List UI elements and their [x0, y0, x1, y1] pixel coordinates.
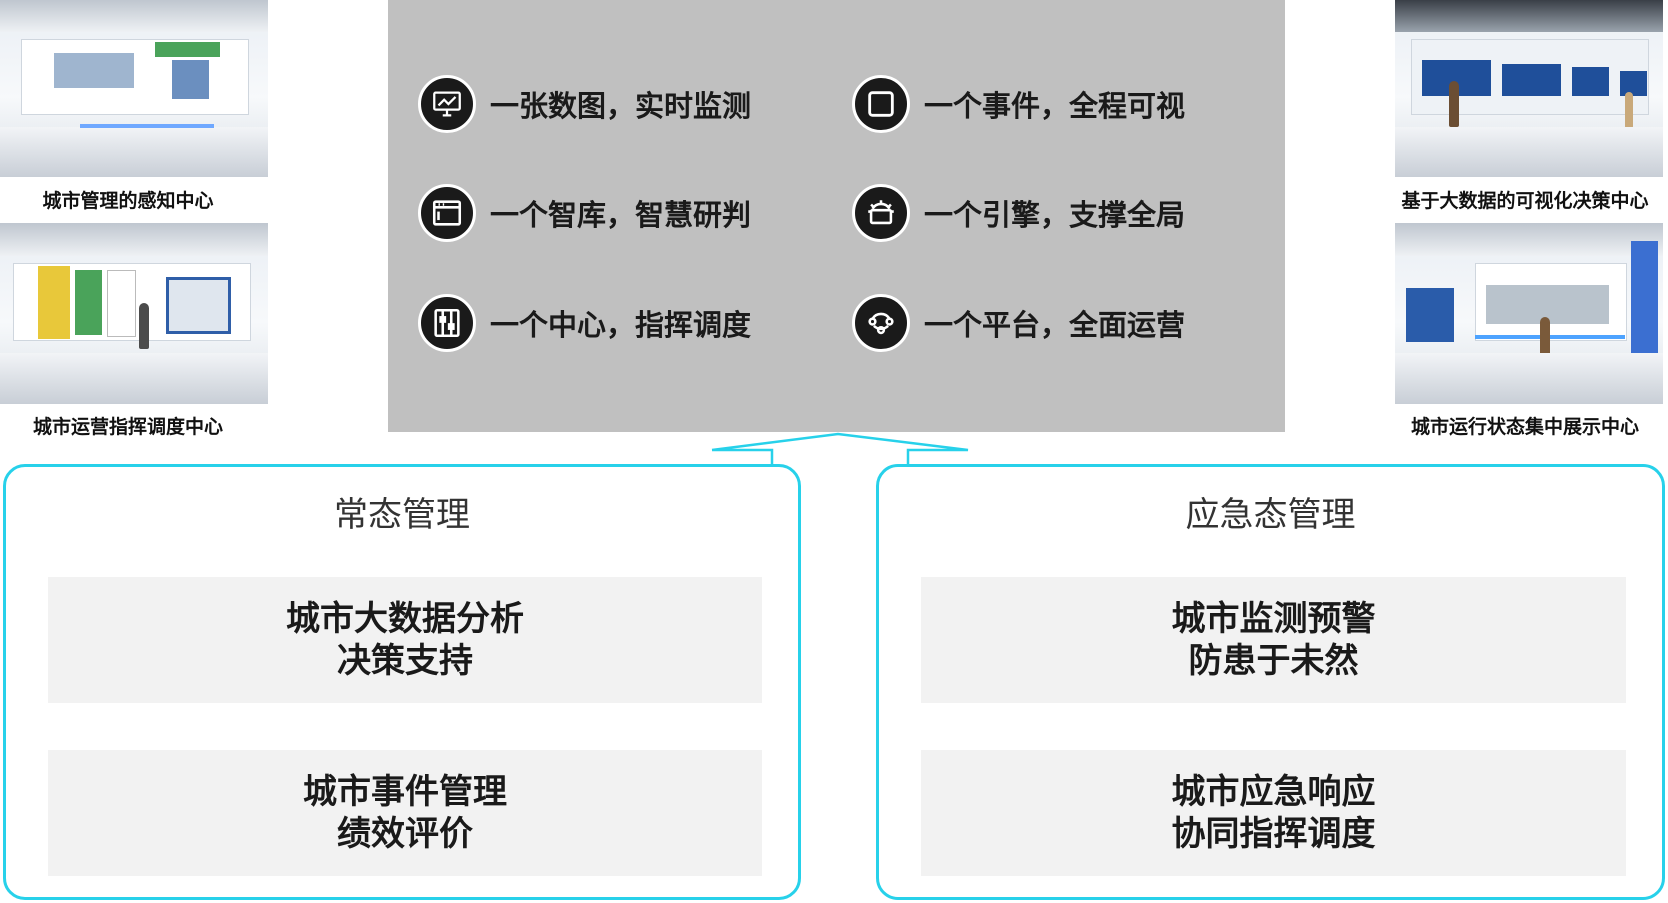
- feature-item: 一个平台，全面运营: [852, 294, 1185, 352]
- window-icon: [418, 184, 476, 242]
- section-title: 常态管理: [334, 495, 470, 535]
- feature-label: 一个智库，智慧研判: [490, 198, 752, 232]
- card-line: 城市应急响应: [1171, 772, 1376, 812]
- share-icon: [852, 294, 910, 352]
- card-line: 城市监测预警: [1171, 599, 1376, 639]
- photo-caption: 城市运营指挥调度中心: [32, 416, 223, 438]
- card-line: 城市事件管理: [303, 772, 507, 812]
- management-card: 城市大数据分析 决策支持: [48, 577, 762, 703]
- feature-item: 一个智库，智慧研判: [418, 184, 751, 242]
- feature-panel: 一张数图，实时监测 一个事件，全程可视 一个智库，智慧研判 一个引擎，支撑全局 …: [388, 0, 1285, 432]
- normal-management-box: 常态管理 城市大数据分析 决策支持 城市事件管理 绩效评价: [3, 464, 801, 900]
- photo-dispatch-center: [0, 223, 268, 404]
- card-line: 防患于未然: [1188, 641, 1359, 681]
- photo-perception-center: [0, 0, 268, 177]
- photo-caption: 城市运行状态集中展示中心: [1410, 416, 1639, 438]
- photo-caption: 城市管理的感知中心: [42, 190, 214, 212]
- feature-label: 一张数图，实时监测: [490, 89, 752, 123]
- connector-arrow: [711, 432, 969, 466]
- control-panel-icon: [418, 294, 476, 352]
- card-line: 决策支持: [337, 641, 473, 681]
- feature-item: 一个引擎，支撑全局: [852, 184, 1185, 242]
- feature-label: 一个平台，全面运营: [924, 308, 1186, 342]
- feature-label: 一个引擎，支撑全局: [924, 198, 1186, 232]
- card-line: 协同指挥调度: [1171, 814, 1376, 854]
- feature-item: 一个事件，全程可视: [852, 75, 1185, 133]
- card-line: 城市大数据分析: [286, 599, 524, 639]
- management-card: 城市事件管理 绩效评价: [48, 750, 762, 876]
- square-icon: [852, 75, 910, 133]
- management-card: 城市应急响应 协同指挥调度: [921, 750, 1626, 876]
- emergency-management-box: 应急态管理 城市监测预警 防患于未然 城市应急响应 协同指挥调度: [876, 464, 1665, 900]
- section-title: 应急态管理: [1185, 495, 1356, 535]
- photo-decision-center: [1395, 0, 1663, 177]
- feature-item: 一张数图，实时监测: [418, 75, 751, 133]
- management-card: 城市监测预警 防患于未然: [921, 577, 1626, 703]
- feature-label: 一个中心，指挥调度: [490, 308, 752, 342]
- feature-label: 一个事件，全程可视: [924, 89, 1186, 123]
- monitor-icon: [418, 75, 476, 133]
- photo-caption: 基于大数据的可视化决策中心: [1401, 190, 1649, 212]
- photo-status-display-center: [1395, 223, 1663, 404]
- feature-item: 一个中心，指挥调度: [418, 294, 751, 352]
- card-line: 绩效评价: [337, 814, 473, 854]
- gear-icon: [852, 184, 910, 242]
